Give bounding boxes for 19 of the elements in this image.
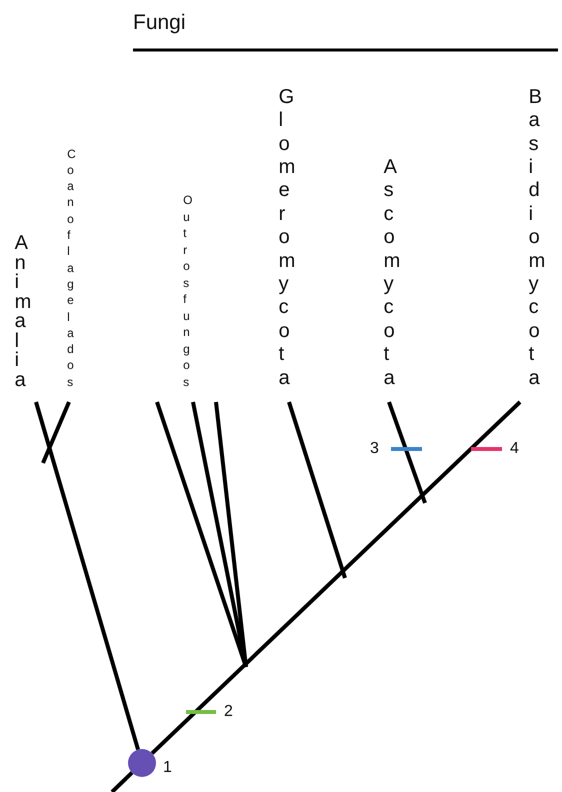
mark-number: 1 [163,759,172,777]
taxon-label: Basidiomycota [528,86,549,390]
branch-line [287,401,347,579]
taxon-label: Glomeromycota [278,86,299,390]
taxon-label: Ascomycota [384,156,404,390]
branch-line [214,402,248,668]
mark-number: 2 [224,703,233,721]
mark-number: 3 [370,440,379,458]
branch-line [110,771,134,792]
taxon-label: Animalia [14,234,35,390]
clade-label: Fungi [133,10,186,36]
branch-line [34,401,140,750]
branch-line [387,401,427,504]
ancestor-circle [128,749,156,777]
taxon-label: Outros fungos [183,192,196,390]
branch-line [41,401,71,464]
taxon-label: Coanoflagelados [67,146,80,390]
branch-line [150,400,522,755]
mark-number: 4 [510,440,519,458]
